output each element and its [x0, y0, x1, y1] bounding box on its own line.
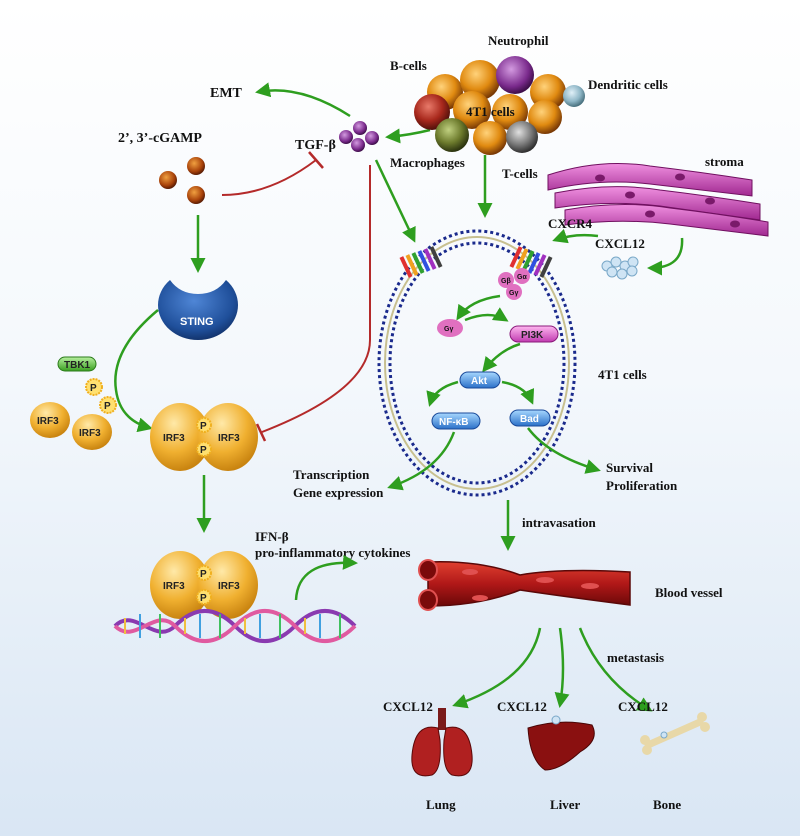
- irf3-dna-dimer-icon: IRF3 IRF3 P P: [150, 551, 258, 619]
- tgf-to-emt-arrow: [255, 82, 351, 118]
- gene-expression-label: Gene expression: [293, 485, 384, 500]
- cxcl12-liver-label: CXCL12: [497, 699, 547, 714]
- metastasis-label: metastasis: [607, 650, 664, 665]
- stroma-label: stroma: [705, 154, 744, 169]
- cell-membrane-outer: [377, 229, 577, 497]
- pi3k-node: PI3K: [509, 325, 559, 343]
- tgf-beta-label: TGF-β: [295, 138, 336, 153]
- cell-membrane-inner: [388, 241, 566, 485]
- cluster-4t1-cells-label: 4T1 cells: [466, 104, 515, 119]
- cxcl12-bone-label: CXCL12: [618, 699, 668, 714]
- svg-text:TBK1: TBK1: [64, 360, 91, 371]
- emt-label: EMT: [210, 86, 243, 101]
- svg-text:IRF3: IRF3: [163, 433, 185, 444]
- svg-text:IRF3: IRF3: [218, 433, 240, 444]
- proliferation-label: Proliferation: [606, 478, 678, 493]
- immune-cell-cluster: [414, 56, 585, 155]
- sting-receptor-icon: STING: [158, 280, 238, 340]
- dendritic-cells-label: Dendritic cells: [588, 77, 668, 92]
- transcription-label: Transcription: [293, 467, 370, 482]
- blood-vessel-label: Blood vessel: [655, 585, 723, 600]
- svg-text:P: P: [200, 593, 207, 604]
- t-cells-label: T-cells: [502, 166, 538, 181]
- svg-text:P: P: [200, 569, 207, 580]
- liver-icon: [527, 715, 595, 771]
- cytokines-label: pro-inflammatory cytokines: [255, 545, 410, 560]
- intravasation-label: intravasation: [522, 515, 596, 530]
- cxcl12-top-label: CXCL12: [595, 236, 645, 251]
- cgamp-molecule-icon: [159, 157, 205, 204]
- dna-helix-icon: [113, 609, 357, 643]
- lung-icon: [411, 708, 473, 777]
- blood-vessel-icon: [418, 559, 631, 611]
- survival-label: Survival: [606, 460, 653, 475]
- tgf-beta-molecule-icon: [339, 121, 379, 152]
- nf-kb-node: NF-κB: [431, 412, 481, 430]
- svg-text:IRF3: IRF3: [37, 416, 59, 427]
- svg-text:Gγ: Gγ: [444, 326, 453, 333]
- svg-text:P: P: [90, 383, 97, 394]
- liver-label: Liver: [550, 797, 581, 812]
- svg-text:P: P: [200, 421, 207, 432]
- cxcr4-receptor-left-icon: [399, 246, 443, 278]
- svg-text:STING: STING: [180, 316, 214, 328]
- b-cells-label: B-cells: [390, 58, 427, 73]
- svg-text:IRF3: IRF3: [79, 428, 101, 439]
- membrane-4t1-cells-label: 4T1 cells: [598, 367, 647, 382]
- neutrophil-label: Neutrophil: [488, 33, 549, 48]
- stroma-tissue: [547, 162, 769, 237]
- tbk1-kinase-icon: TBK1: [57, 356, 97, 372]
- bone-label: Bone: [653, 797, 681, 812]
- irf3-monomer: IRF3 IRF3: [30, 402, 112, 450]
- svg-text:Bad: Bad: [520, 414, 539, 425]
- g-protein-complex: [498, 268, 530, 300]
- svg-text:Gα: Gα: [517, 274, 527, 281]
- svg-text:Gγ: Gγ: [509, 290, 518, 297]
- irf3-dimer-icon: IRF3 IRF3 P P: [150, 403, 258, 471]
- bone-icon: [640, 712, 710, 755]
- phosphate-group: P P: [85, 378, 117, 414]
- svg-text:IRF3: IRF3: [163, 581, 185, 592]
- macrophages-label: Macrophages: [390, 155, 465, 170]
- svg-text:P: P: [200, 445, 207, 456]
- tgf-inhibits-irf3-line: [261, 165, 371, 433]
- cxcr4-receptor-right-icon: [509, 246, 553, 278]
- cxcl12-lung-label: CXCL12: [383, 699, 433, 714]
- cgamp-inhibits-tgf-line: [221, 159, 317, 196]
- cxcl12-cluster-icon: [601, 256, 639, 280]
- svg-text:Gβ: Gβ: [501, 278, 511, 285]
- svg-text:P: P: [104, 401, 111, 412]
- svg-text:PI3K: PI3K: [521, 330, 544, 341]
- cgamp-label: 2’, 3’-cGAMP: [118, 131, 202, 146]
- svg-text:Akt: Akt: [471, 376, 488, 387]
- akt-node: Akt: [459, 371, 501, 389]
- bad-node: Bad: [509, 409, 551, 427]
- ifn-beta-label: IFN-β: [255, 529, 289, 544]
- g-gamma-protein: [437, 319, 463, 337]
- svg-text:IRF3: IRF3: [218, 581, 240, 592]
- lung-label: Lung: [426, 797, 456, 812]
- cxcr4-label: CXCR4: [548, 216, 593, 231]
- svg-text:NF-κB: NF-κB: [439, 417, 468, 428]
